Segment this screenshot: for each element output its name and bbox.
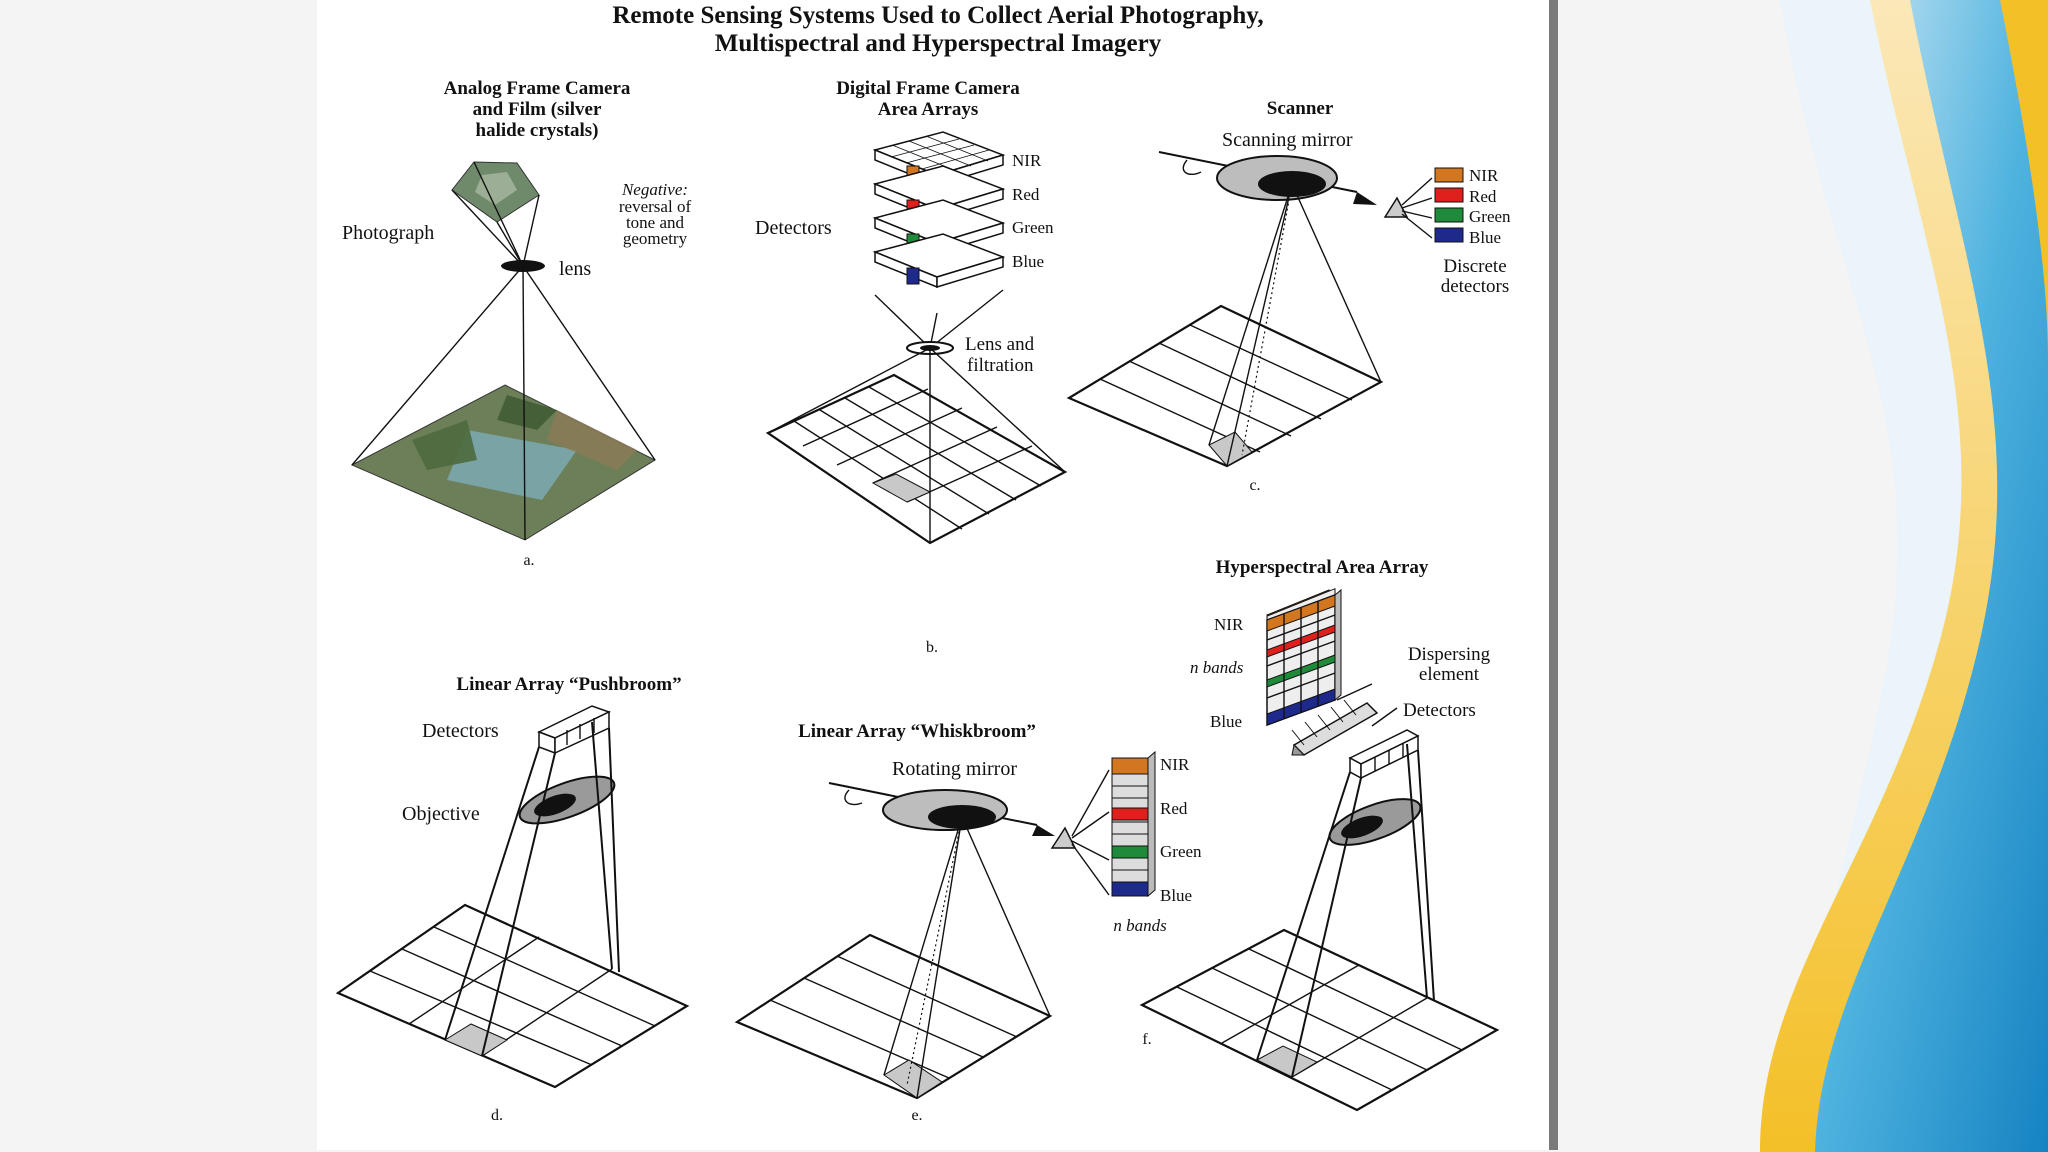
dispersing-label-2: element (1419, 664, 1480, 685)
panel-a-analog-camera: Analog Frame Camera and Film (silver hal… (342, 78, 691, 569)
dispersing-label-1: Dispersing (1408, 644, 1491, 665)
lens-b-label-1: Lens and (965, 334, 1035, 355)
hyperspectral-cube (1266, 587, 1342, 727)
negative-label-3: tone and (626, 213, 685, 232)
panel-b-letter: b. (926, 639, 938, 656)
prism-e-icon (1050, 826, 1077, 849)
panel-f-heading: Hyperspectral Area Array (1216, 557, 1429, 578)
hyper-nbands-label: n bands (1190, 658, 1244, 677)
remote-sensing-diagram: Remote Sensing Systems Used to Collect A… (335, 2, 1511, 1124)
panel-a-heading-1: Analog Frame Camera (444, 78, 631, 99)
detector-arrays (872, 131, 1006, 289)
photograph-label: Photograph (342, 222, 434, 244)
hyper-blue-label: Blue (1210, 712, 1242, 731)
lens-b-label-2: filtration (967, 355, 1034, 376)
band-column-e (1111, 750, 1156, 898)
discrete-detector-red (1434, 187, 1464, 203)
discrete-detector-nir (1434, 167, 1464, 183)
discrete-detectors-label-1: Discrete (1443, 256, 1506, 277)
band-e-green: Green (1160, 842, 1202, 861)
panel-c-scanner: Scanner Scanning mirror NIR Red Green Bl… (1066, 98, 1511, 494)
band-c-red: Red (1469, 187, 1497, 206)
panel-b-heading-1: Digital Frame Camera (836, 78, 1020, 99)
band-e-red: Red (1160, 799, 1188, 818)
panel-f-hyperspectral: Hyperspectral Area Array NIR n bands Blu… (1139, 557, 1500, 1112)
panel-a-heading-2: and Film (silver (473, 99, 602, 120)
hyper-nir-label: NIR (1214, 615, 1244, 634)
panel-f-letter: f. (1142, 1031, 1151, 1048)
discrete-detector-blue (1434, 227, 1464, 243)
panel-d-letter: d. (491, 1107, 503, 1124)
band-c-nir: NIR (1469, 166, 1499, 185)
blue-detector-cell (906, 267, 920, 285)
detectors-d-label: Detectors (422, 720, 499, 742)
band-b-red: Red (1012, 185, 1040, 204)
panel-e-whiskbroom: Linear Array “Whiskbroom” Rotating mirro… (734, 721, 1202, 1124)
lens-a-label: lens (559, 258, 591, 280)
ground-grid-b (765, 373, 1068, 545)
panel-a-letter: a. (523, 552, 534, 569)
band-e-nir: NIR (1160, 755, 1190, 774)
ground-grid-f (1139, 928, 1500, 1112)
band-b-nir: NIR (1012, 151, 1042, 170)
negative-label-4: geometry (623, 229, 688, 248)
discrete-detector-green (1434, 207, 1464, 223)
detectors-f-label: Detectors (1403, 700, 1476, 721)
panel-b-digital-camera: Digital Frame Camera Area Arrays (755, 78, 1068, 656)
panel-b-heading-2: Area Arrays (878, 99, 978, 120)
panel-a-heading-3: halide crystals) (476, 120, 599, 141)
panel-e-heading: Linear Array “Whiskbroom” (798, 721, 1036, 742)
panel-d-heading: Linear Array “Pushbroom” (456, 674, 681, 695)
panel-c-letter: c. (1249, 477, 1260, 494)
panel-c-heading: Scanner (1267, 98, 1334, 119)
nbands-e-label: n bands (1113, 916, 1167, 935)
panel-d-pushbroom: Linear Array “Pushbroom” Detectors Objec… (335, 674, 690, 1124)
figure-sheet: Remote Sensing Systems Used to Collect A… (317, 0, 1549, 1150)
figure-title-line1: Remote Sensing Systems Used to Collect A… (612, 2, 1263, 29)
detectors-b-label: Detectors (755, 217, 832, 239)
panel-e-letter: e. (911, 1107, 922, 1124)
rotating-mirror-label: Rotating mirror (892, 758, 1017, 780)
band-c-blue: Blue (1469, 228, 1501, 247)
band-b-blue: Blue (1012, 252, 1044, 271)
negative-label-1: Negative: (621, 180, 688, 199)
scanning-mirror-label: Scanning mirror (1222, 129, 1353, 151)
band-e-blue: Blue (1160, 886, 1192, 905)
objective-label: Objective (402, 803, 480, 825)
band-b-green: Green (1012, 218, 1054, 237)
band-c-green: Green (1469, 207, 1511, 226)
negative-label-2: reversal of (619, 197, 692, 216)
figure-title-line2: Multispectral and Hyperspectral Imagery (715, 30, 1162, 57)
discrete-detectors-label-2: detectors (1441, 276, 1510, 297)
